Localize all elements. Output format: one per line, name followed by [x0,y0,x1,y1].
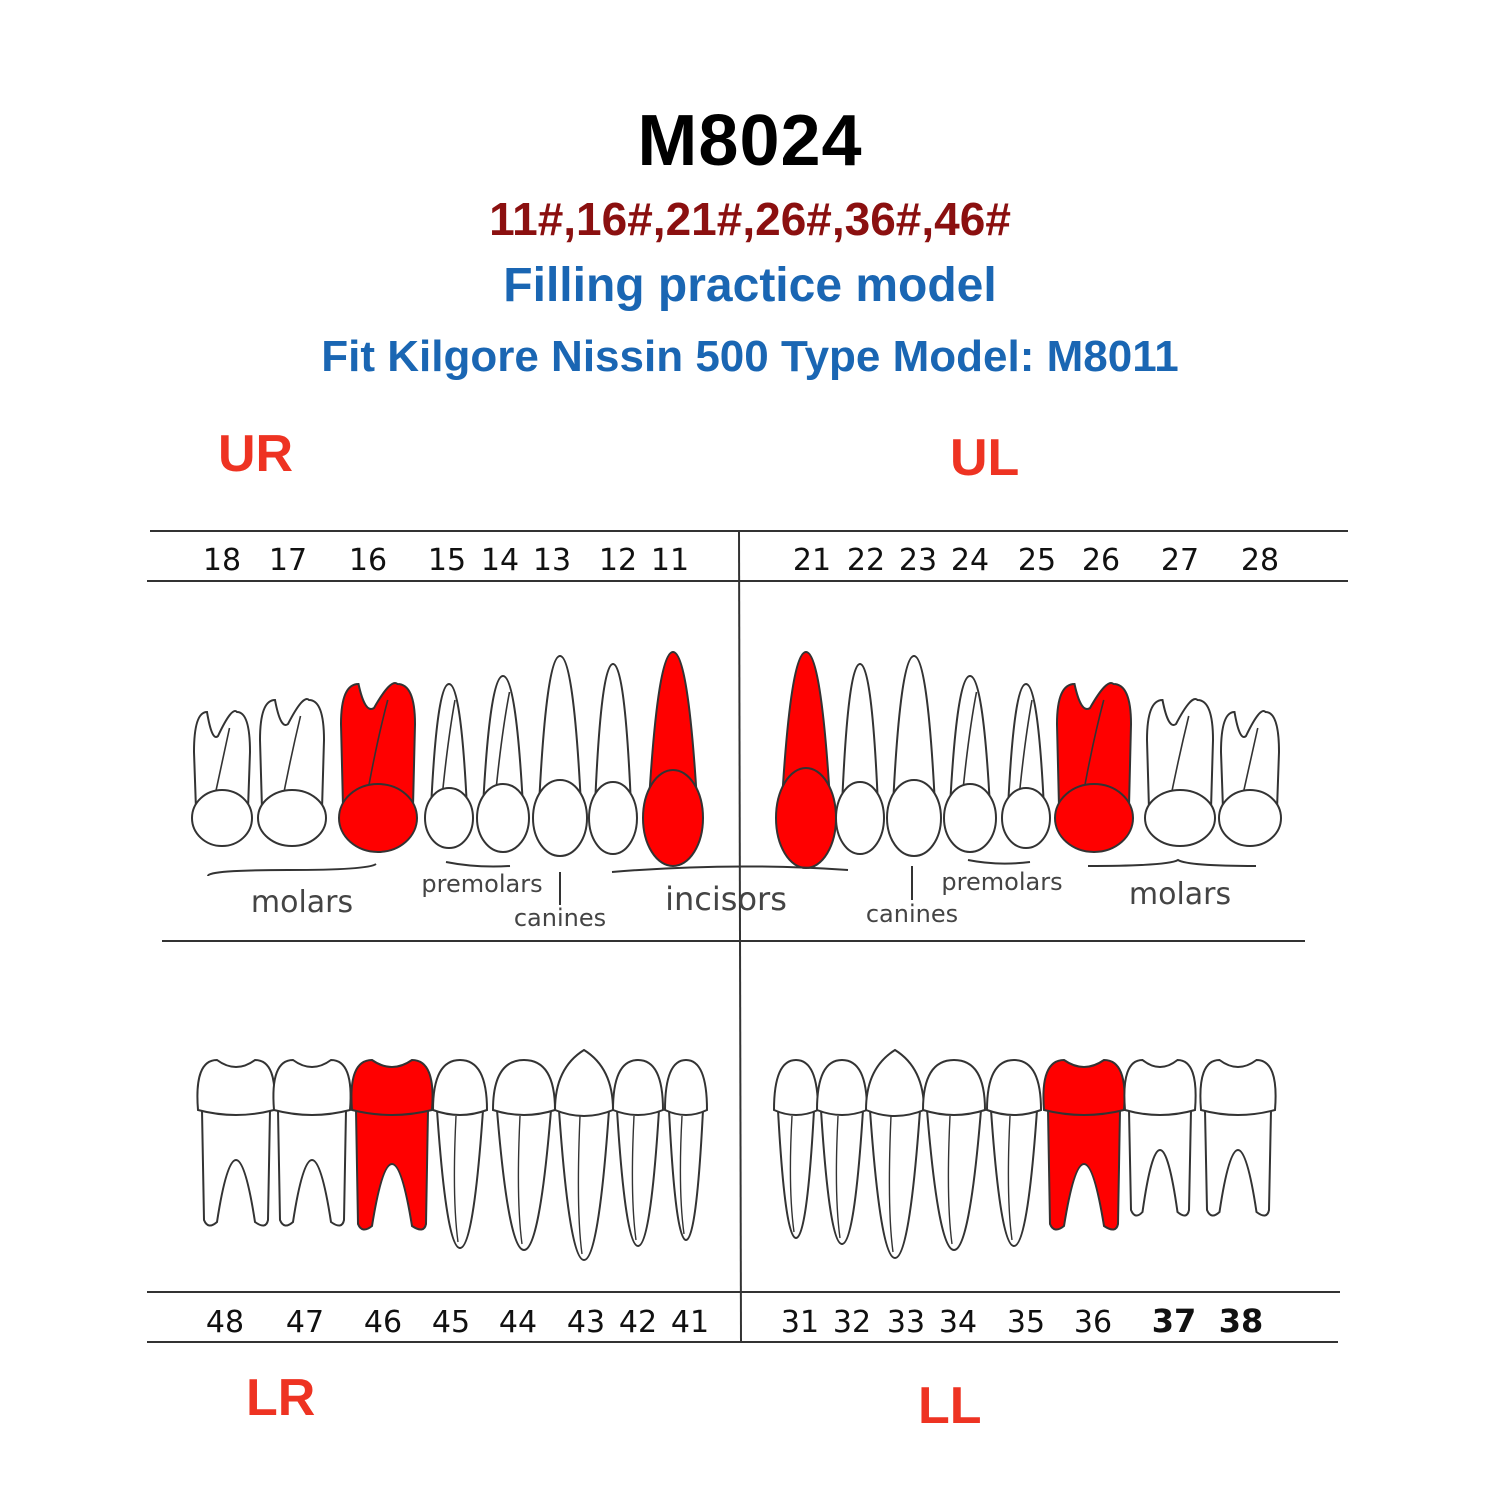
group-label-molars-right: molars [251,885,353,920]
tooth-number-47: 47 [286,1305,324,1340]
tooth-number-23: 23 [899,543,937,578]
group-label-molars-left: molars [1129,877,1231,912]
tooth-17 [257,698,327,847]
midline-divider [738,530,742,1343]
tooth-number-46: 46 [364,1305,402,1340]
group-label-premolars-right: premolars [421,870,542,898]
tooth-41 [663,1058,709,1242]
tooth-number-15: 15 [428,543,466,578]
quadrant-label-ul: UL [950,429,1020,487]
tooth-number-32: 32 [833,1305,871,1340]
tooth-34 [921,1058,987,1252]
tooth-number-14: 14 [481,543,519,578]
tooth-47 [272,1058,352,1227]
tooth-13 [532,654,588,857]
tooth-23 [886,654,942,857]
tooth-24 [943,674,997,853]
premolars-left-bracket [967,859,1031,865]
tooth-number-45: 45 [432,1305,470,1340]
tooth-number-24: 24 [951,543,989,578]
tooth-number-17: 17 [269,543,307,578]
tooth-48 [196,1058,276,1227]
tooth-25 [1001,682,1051,849]
tooth-number-25: 25 [1018,543,1056,578]
tooth-number-41: 41 [671,1305,709,1340]
tooth-number-31: 31 [781,1305,819,1340]
quadrant-label-ll: LL [918,1377,982,1435]
tooth-number-38: 38 [1219,1302,1264,1340]
tooth-number-26: 26 [1082,543,1120,578]
tooth-28 [1218,710,1282,847]
tooth-46 [350,1058,434,1231]
molars-right-bracket [207,863,377,877]
molars-left-bracket [1087,858,1257,867]
tooth-32 [815,1058,869,1246]
quadrant-label-lr: LR [246,1369,316,1427]
tooth-12 [588,662,638,855]
tooth-number-43: 43 [567,1305,605,1340]
tooth-45 [431,1058,489,1250]
tooth-number-16: 16 [349,543,387,578]
incisors-bracket [611,865,849,873]
tooth-14 [476,674,530,853]
compatibility-line: Fit Kilgore Nissin 500 Type Model: M8011 [321,332,1179,381]
tooth-number-34: 34 [939,1305,977,1340]
tooth-21 [775,650,837,869]
quadrant-label-ur: UR [218,425,294,483]
tooth-42 [611,1058,665,1248]
tooth-43 [553,1048,615,1262]
tooth-27 [1144,698,1216,847]
tooth-36 [1042,1058,1126,1231]
tooth-number-21: 21 [793,543,831,578]
tooth-number-11: 11 [651,543,689,578]
tooth-22 [835,662,885,855]
tooth-11 [642,650,704,867]
model-subtitle: Filling practice model [503,259,997,312]
tooth-number-44: 44 [499,1305,537,1340]
tooth-16 [338,682,418,853]
tooth-number-18: 18 [203,543,241,578]
group-label-premolars-left: premolars [941,868,1062,896]
tooth-37 [1123,1058,1197,1217]
tooth-number-28: 28 [1241,543,1279,578]
highlighted-tooth-codes: 11#,16#,21#,26#,36#,46# [489,193,1011,245]
group-label-canines-right: canines [514,904,606,932]
tooth-38 [1199,1058,1277,1217]
tooth-number-48: 48 [206,1305,244,1340]
tooth-number-27: 27 [1161,543,1199,578]
tooth-number-22: 22 [847,543,885,578]
group-label-incisors: incisors [665,880,787,918]
premolars-right-bracket [445,861,511,868]
tooth-number-13: 13 [533,543,571,578]
group-label-canines-left: canines [866,900,958,928]
tooth-31 [772,1058,820,1240]
tooth-15 [424,682,474,849]
tooth-number-37: 37 [1152,1302,1197,1340]
model-title: M8024 [637,101,863,181]
tooth-number-36: 36 [1074,1305,1112,1340]
tooth-number-35: 35 [1007,1305,1045,1340]
tooth-number-12: 12 [599,543,637,578]
tooth-44 [491,1058,557,1252]
tooth-18 [191,710,253,847]
tooth-26 [1054,682,1134,853]
tooth-number-42: 42 [619,1305,657,1340]
tooth-number-33: 33 [887,1305,925,1340]
tooth-35 [985,1058,1043,1248]
tooth-33 [864,1048,926,1260]
